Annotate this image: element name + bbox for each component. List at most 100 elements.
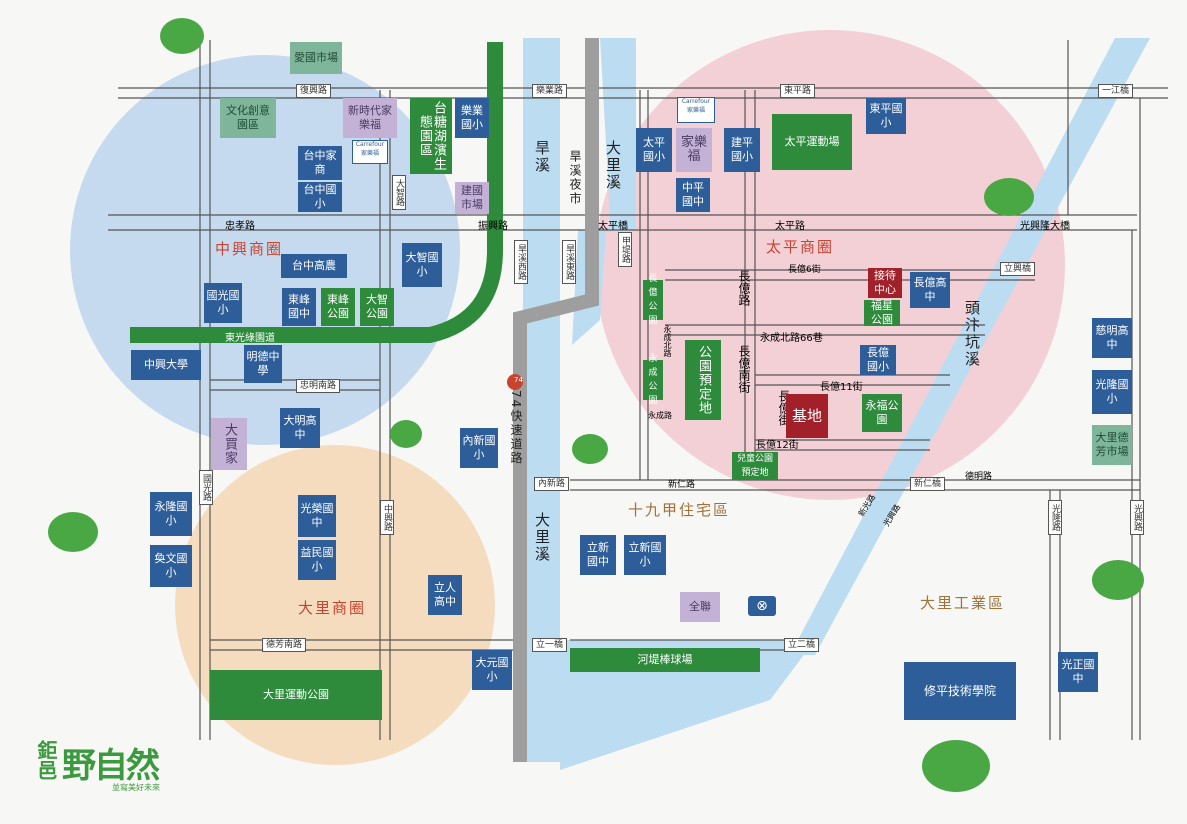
block-leye: 樂業國小 (455, 98, 489, 138)
block-taitang: 台糖湖濱生態園區 (410, 98, 452, 174)
block-guangrong: 光榮國中 (298, 495, 336, 537)
road-fuxing: 復興路 (296, 84, 332, 98)
road-guoguang: 國光路 (199, 470, 213, 505)
block-dayuan: 大元國小 (472, 650, 512, 690)
creek-toufei-label: 頭汴坑溪 (963, 300, 981, 368)
block-park-reserve: 公園預定地 (685, 340, 721, 420)
block-wenhua: 文化創意園區 (220, 98, 276, 138)
block-kids-park: 兒童公園預定地 (732, 452, 778, 480)
block-zhongping: 中平國中 (676, 178, 710, 212)
block-dali-market: 大里德芳市場 (1092, 425, 1132, 465)
block-dongfeng-park: 東峰公園 (321, 288, 355, 326)
logo-tagline: 並寫美好未來 (112, 783, 160, 792)
road-changde: 長億路 (737, 270, 751, 306)
road-liyi: 立一橋 (532, 638, 568, 652)
carrefour-brand-2: Carrefour (681, 98, 711, 105)
road-guangxing: 光興路 (1130, 500, 1144, 535)
road-yongcheng: 永成路 (648, 411, 672, 420)
road-lixi-west: 旱溪西路 (514, 240, 528, 284)
tree-icon (1092, 560, 1144, 600)
road-xinren-bridge: 新仁橋 (910, 477, 946, 491)
road-dazhi: 大智路 (392, 175, 406, 210)
creek-dalixi-label: 大里溪 (604, 140, 622, 191)
road-lixi-east: 旱溪東路 (562, 240, 576, 284)
road-zhongxiao: 忠孝路 (225, 221, 255, 232)
block-aiguo: 愛國市場 (290, 42, 342, 74)
block-jianping: 建平國小 (724, 128, 760, 172)
road-changde-south: 長億南街 (737, 345, 751, 393)
block-jianguo: 建國市場 (455, 182, 489, 214)
creek-hanxi-label: 旱溪 (533, 140, 551, 174)
district-shijiujia: 十九甲住宅區 (628, 501, 731, 519)
block-dazhi-guoxiao: 大智國小 (402, 243, 442, 287)
block-mingde: 明德中學 (244, 345, 282, 383)
tree-icon (48, 512, 98, 552)
tree-icon (160, 18, 204, 54)
dalixi-lower (560, 640, 815, 770)
road-zhenxing: 振興路 (478, 221, 508, 232)
block-changde-gaozhong: 長億高中 (910, 272, 950, 308)
creek-dalixi2-label: 大里溪 (533, 512, 551, 563)
district-dali-industrial: 大里工業區 (920, 594, 1006, 612)
tree-icon (922, 740, 990, 792)
block-yongfu: 永福公園 (862, 394, 902, 432)
road-guanglong: 光隆路 (1048, 500, 1062, 535)
highway-shield-number: 74 (514, 376, 523, 384)
block-lixin-guoxiao: 立新國小 (624, 535, 666, 575)
night-market-label: 旱溪夜市 (568, 150, 582, 206)
block-fuxing-park: 福星公園 (864, 299, 900, 326)
carrefour-sub-1: 家樂福 (360, 150, 379, 157)
block-quanlian: 全聯 (680, 592, 720, 622)
block-changde-guoxiao: 長億國小 (860, 345, 896, 375)
block-jidi: 基地 (786, 394, 828, 438)
block-jialefu: 家樂福 (676, 128, 712, 172)
road-yongcheng-north: 永成北路 (663, 325, 672, 357)
block-taizhong-gaonong: 台中高農 (281, 254, 347, 278)
carrefour-badge-2: Carrefour 家樂福 (677, 97, 715, 123)
tree-icon (984, 178, 1034, 216)
block-yongcheng-park: 永成公園 (643, 354, 663, 406)
road-changde12: 長億12街 (756, 440, 799, 451)
block-guoguang: 國光國小 (204, 283, 242, 323)
block-taiping-guoxiao: 太平國小 (636, 128, 672, 172)
tree-icon (572, 434, 608, 464)
district-dali: 大里商圈 (298, 599, 367, 617)
carrefour-sub-2: 家樂福 (686, 107, 705, 114)
road-lier: 立二橋 (784, 638, 820, 652)
block-fuwen: 奐文國小 (150, 545, 192, 587)
block-guanglong-guoxiao: 光隆國小 (1092, 370, 1132, 414)
road-dongguang-park: 東光綠園道 (225, 333, 275, 344)
block-taiping-sport: 太平運動場 (772, 114, 852, 170)
road-yijiang: 一江橋 (1098, 84, 1134, 98)
road-deming: 德明路 (965, 472, 993, 482)
block-damingzhong: 大明高中 (280, 408, 320, 448)
block-xinshidai: 新時代家樂福 (343, 98, 397, 138)
block-heti: 河堤棒球場 (570, 648, 760, 672)
road-lexie: 樂業路 (532, 84, 568, 98)
block-jiedai: 接待中心 (868, 268, 902, 298)
block-damaijia: 大買家 (211, 418, 247, 470)
block-dongping-guoxiao: 東平國小 (866, 98, 906, 134)
block-neixin: 內新國小 (460, 428, 498, 468)
hanxi-creek (523, 38, 560, 762)
block-lixin-guozhong: 立新國中 (580, 535, 616, 575)
road-yongcheng66: 永成北路66巷 (760, 333, 823, 344)
block-dazhi-park: 大智公園 (360, 288, 394, 326)
highway-shield (507, 374, 523, 390)
taiping-zone (595, 30, 1065, 500)
toufei-creek (790, 38, 1150, 655)
road-taiping: 太平路 (775, 221, 805, 232)
road-xinren: 新仁路 (668, 480, 696, 490)
district-zhongxing: 中興商圈 (215, 240, 284, 258)
road-zhongxing-road: 中興路 (380, 500, 394, 535)
dongguang-parkway (130, 42, 503, 343)
road-defang: 德芳南路 (262, 638, 307, 652)
block-liren: 立人高中 (428, 575, 462, 615)
road-taiping-bridge: 太平橋 (598, 221, 628, 232)
road-dongping: 東平路 (780, 84, 816, 98)
highway-name: 74快速道路 (509, 390, 523, 466)
block-taizhong-guoxiao: 台中國小 (298, 182, 342, 212)
block-yimin: 益民國小 (298, 540, 336, 580)
